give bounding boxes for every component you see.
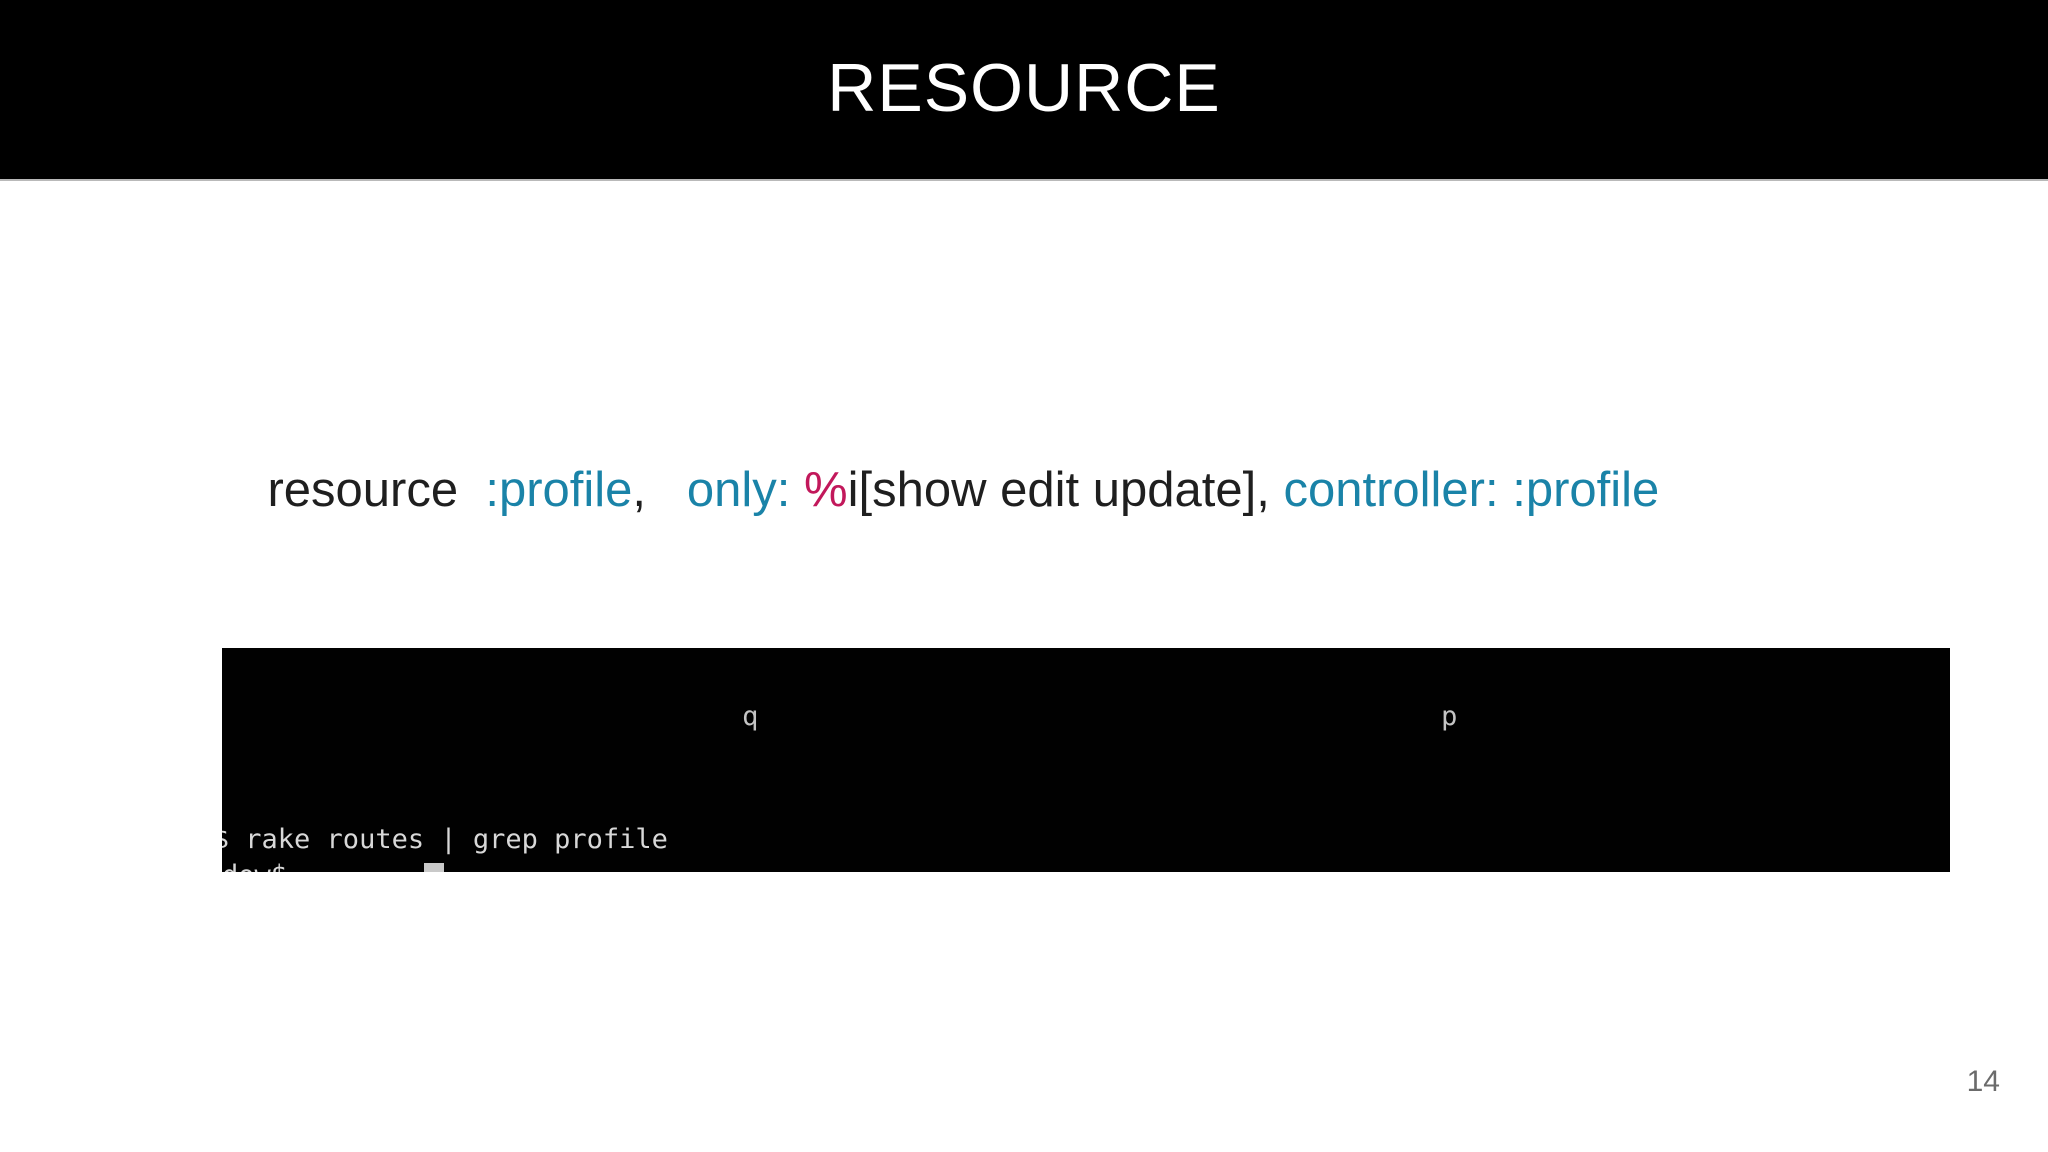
terminal-output: q p dow$ rake routes | grep profile edit… bbox=[222, 648, 1950, 872]
code-token-comma-1: , bbox=[632, 463, 647, 517]
code-token-space-2 bbox=[1270, 463, 1284, 517]
code-snippet: resource :profile, only: %i[show edit up… bbox=[213, 385, 1659, 595]
code-token-symbol-profile: :profile bbox=[485, 463, 633, 517]
code-token-method: resource bbox=[267, 463, 459, 517]
code-token-symbol-controller-value: :profile bbox=[1512, 463, 1660, 517]
code-token-gap-1 bbox=[458, 463, 485, 517]
code-token-space-1 bbox=[790, 463, 804, 517]
page-title: RESOURCE bbox=[827, 49, 1221, 126]
code-token-comma-2: , bbox=[1256, 463, 1270, 517]
code-token-key-controller: controller: bbox=[1283, 463, 1499, 517]
terminal-cursor-block bbox=[424, 863, 444, 872]
terminal-next-prompt: dow$ bbox=[222, 862, 287, 872]
slide-header-bar: RESOURCE bbox=[0, 0, 2048, 181]
terminal-screenshot: q p dow$ rake routes | grep profile edit… bbox=[222, 648, 1950, 872]
terminal-prompt-line: dow$ rake routes | grep profile bbox=[222, 819, 1950, 860]
terminal-clipped-top-line: q p bbox=[222, 701, 1458, 732]
code-token-space-3 bbox=[1499, 463, 1513, 517]
code-token-percent: % bbox=[804, 463, 848, 517]
code-token-key-only: only: bbox=[686, 463, 791, 517]
code-token-array-literal: i[show edit update] bbox=[847, 463, 1257, 517]
code-token-gap-2 bbox=[646, 463, 687, 517]
page-number: 14 bbox=[1966, 1065, 2000, 1098]
terminal-prompt-text: dow$ rake routes | grep profile bbox=[222, 824, 668, 855]
